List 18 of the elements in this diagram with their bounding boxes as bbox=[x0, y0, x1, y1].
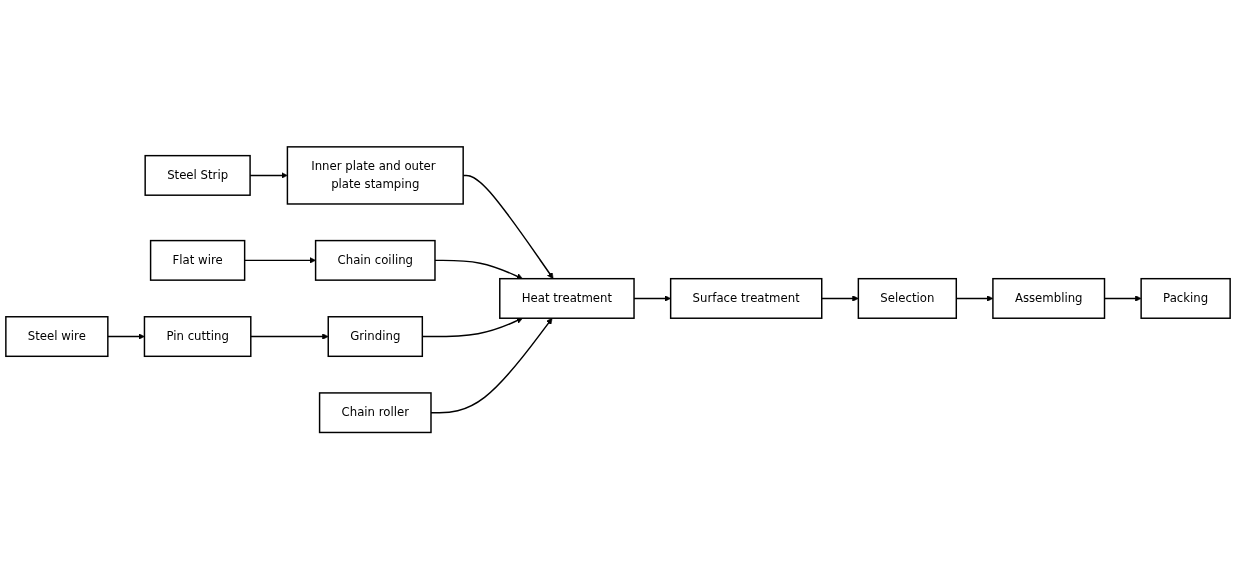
node-box: Chain coiling bbox=[314, 239, 436, 281]
node-box: Heat treatment bbox=[499, 277, 635, 319]
node-box: Steel Strip bbox=[144, 154, 251, 196]
arrow bbox=[250, 333, 329, 340]
node-box: Pin cutting bbox=[143, 315, 252, 357]
arrow bbox=[107, 333, 145, 340]
node-box: Assembling bbox=[992, 277, 1106, 319]
node-box: Chain roller bbox=[318, 392, 432, 434]
node-box: Flat wire bbox=[149, 239, 246, 281]
node-box: Steel wire bbox=[5, 315, 109, 357]
arrow bbox=[434, 259, 523, 280]
arrow bbox=[430, 317, 553, 414]
node-box: Grinding bbox=[327, 315, 424, 357]
node-box: Packing bbox=[1140, 277, 1231, 319]
arrow bbox=[821, 295, 859, 302]
node-box: Surface treatment bbox=[669, 277, 823, 319]
node-box: Selection bbox=[857, 277, 957, 319]
node-box: Inner plate and outer plate stamping bbox=[286, 145, 464, 205]
